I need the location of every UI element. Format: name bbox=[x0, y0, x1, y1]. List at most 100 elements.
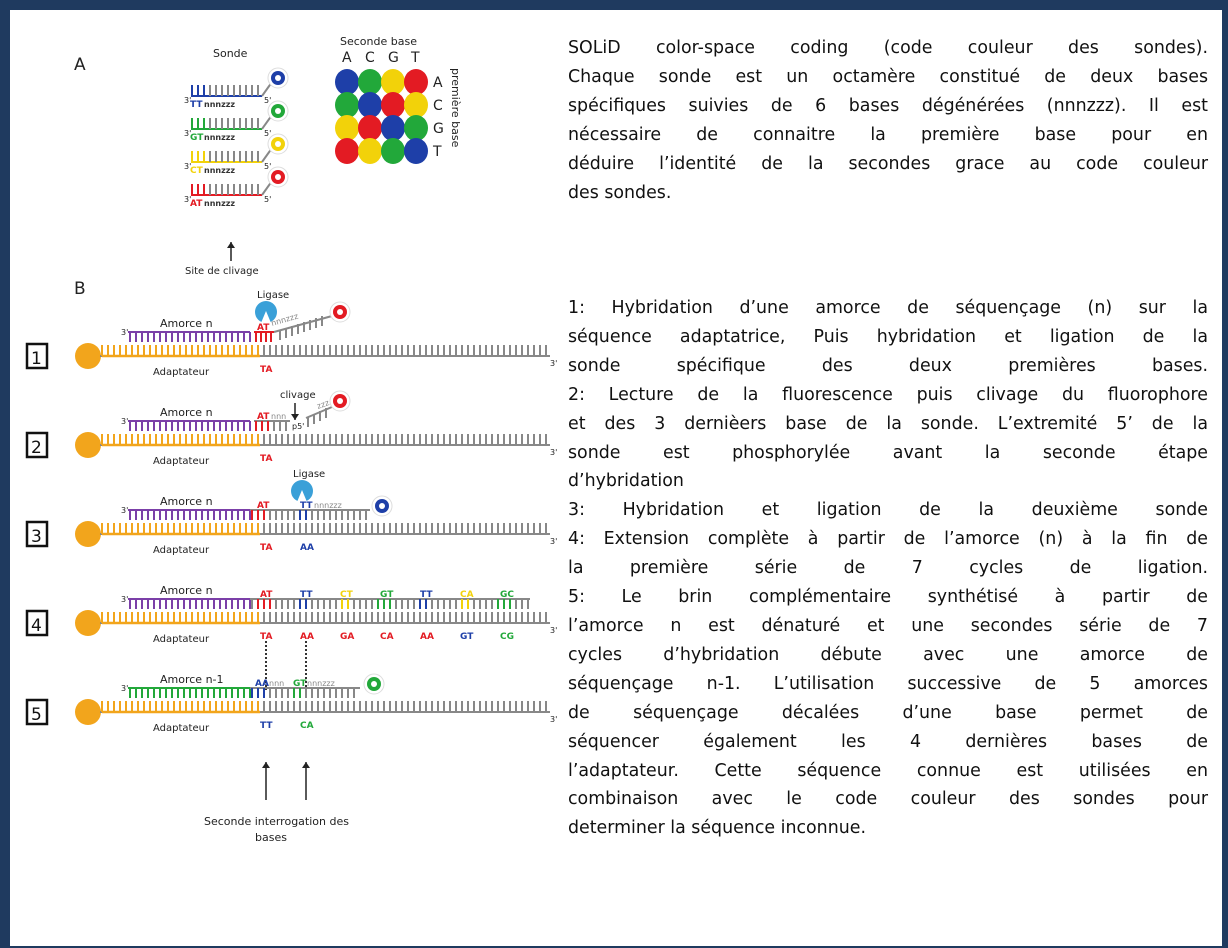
bead bbox=[75, 699, 101, 725]
below-base: AA bbox=[420, 632, 434, 642]
adapter-label: Adaptateur bbox=[153, 723, 210, 734]
probe-bases: CA bbox=[460, 590, 474, 600]
panel-b-label: B bbox=[74, 279, 86, 299]
col-base-label: C bbox=[365, 50, 375, 66]
description-b-line: de séquençage décalées d’une base permet… bbox=[568, 702, 1208, 723]
prime-3: 3' bbox=[184, 195, 191, 204]
interrogation-arrow-2-head bbox=[302, 762, 310, 768]
grid-cell-2-1 bbox=[358, 115, 382, 141]
grid-cell-2-3 bbox=[404, 115, 428, 141]
probe-rest: nnnzzz bbox=[204, 166, 235, 175]
description-b-line: determiner la séquence inconnue. bbox=[568, 818, 866, 839]
description-a: SOLiD color-space coding (code couleur d… bbox=[568, 34, 1208, 207]
probe-fluor-center bbox=[275, 108, 281, 114]
step-number-box bbox=[25, 520, 49, 548]
prime-5: 5' bbox=[264, 96, 271, 105]
col-base-label: A bbox=[342, 50, 352, 66]
fluor-green-center bbox=[371, 681, 377, 687]
cut-rest: zzz bbox=[316, 398, 331, 411]
probe-bases: CT bbox=[190, 166, 204, 176]
description-b-line: cycles d’hybridation débute avec une amo… bbox=[568, 644, 1208, 665]
row-base-label: C bbox=[433, 98, 443, 114]
grid-cell-1-0 bbox=[335, 92, 359, 118]
below-base: AA bbox=[300, 543, 314, 553]
description-b-line: la première série de 7 cycles de ligatio… bbox=[568, 558, 1208, 579]
below-base: TA bbox=[260, 454, 272, 464]
below-base: CA bbox=[380, 632, 394, 642]
description-a-line: des sondes. bbox=[568, 182, 672, 203]
template-3prime: 3' bbox=[550, 537, 557, 546]
fluor-red-center bbox=[337, 398, 343, 404]
step-number-box bbox=[25, 698, 49, 726]
probe-bases: GC bbox=[500, 590, 514, 600]
description-b-line: séquence adaptatrice, Puis hybridation e… bbox=[568, 326, 1208, 347]
row-base-label: G bbox=[433, 121, 444, 137]
probe-bases: AT bbox=[257, 501, 270, 511]
probe-rest: nnnzzz bbox=[204, 133, 235, 142]
description-b-line: 5: Le brin complémentaire synthétisé à p… bbox=[568, 587, 1208, 608]
grid-cell-2-2 bbox=[381, 115, 405, 141]
description-b-line: sonde spécifique des deux premières base… bbox=[568, 355, 1208, 376]
primer-label: Amorce n-1 bbox=[160, 673, 224, 686]
ligase-notch bbox=[297, 490, 307, 502]
grid-cell-3-3 bbox=[404, 138, 428, 164]
row-base-label: T bbox=[432, 144, 442, 160]
description-b-line: sonde est phosphorylée avant la seconde … bbox=[568, 442, 1208, 463]
template-3prime: 3' bbox=[550, 715, 557, 724]
description-b-line: séquençage n-1. L’utilisation successive… bbox=[568, 673, 1208, 694]
bead bbox=[75, 432, 101, 458]
ligase-label: Ligase bbox=[293, 469, 325, 480]
sonde-label: Sonde bbox=[213, 47, 248, 60]
adapter-label: Adaptateur bbox=[153, 545, 210, 556]
p5-label: p5' bbox=[292, 422, 304, 431]
step-number: 4 bbox=[31, 616, 42, 636]
description-b-line: et des 3 dernièers base de la sonde. L’e… bbox=[568, 413, 1208, 434]
template-3prime: 3' bbox=[550, 626, 557, 635]
primer-label: Amorce n bbox=[160, 584, 213, 597]
probe-mid: nnn bbox=[269, 679, 284, 688]
grid-cell-1-2 bbox=[381, 92, 405, 118]
description-b-line: 4: Extension complète à partir de l’amor… bbox=[568, 529, 1208, 550]
clivage-arrow-head bbox=[291, 414, 299, 420]
below-base: GT bbox=[460, 632, 474, 642]
grid-cell-3-2 bbox=[381, 138, 405, 164]
bead bbox=[75, 343, 101, 369]
description-b-line: 2: Lecture de la fluorescence puis cliva… bbox=[568, 384, 1208, 405]
fluor-red-center bbox=[337, 309, 343, 315]
bead bbox=[75, 521, 101, 547]
step-number-box bbox=[25, 431, 49, 459]
interrogation-label: Seconde interrogation des bbox=[204, 815, 349, 828]
probe-bases: AT bbox=[260, 590, 273, 600]
col-base-label: G bbox=[388, 50, 399, 66]
probe-bases: TT bbox=[300, 590, 313, 600]
prime-5: 5' bbox=[264, 162, 271, 171]
interrogation-arrow-1-head bbox=[262, 762, 270, 768]
description-b: 1: Hybridation d’une amorce de séquençag… bbox=[568, 294, 1208, 843]
description-b-line: d’hybridation bbox=[568, 471, 684, 492]
description-b-line: 1: Hybridation d’une amorce de séquençag… bbox=[568, 298, 1208, 318]
step-number: 2 bbox=[31, 438, 42, 458]
probe-rest: nnnzzz bbox=[204, 100, 235, 109]
description-a-line: déduire l’identité de la secondes grace … bbox=[568, 153, 1208, 174]
step-number: 5 bbox=[31, 705, 42, 725]
probe-bases: GT bbox=[190, 133, 204, 143]
primer-3prime: 3' bbox=[121, 595, 128, 604]
below-base: TT bbox=[260, 721, 273, 731]
probe-bases: AT bbox=[190, 199, 203, 209]
cleavage-label: Site de clivage bbox=[185, 266, 259, 277]
primer-3prime: 3' bbox=[121, 328, 128, 337]
probe-bases: TT bbox=[420, 590, 433, 600]
primer-label: Amorce n bbox=[160, 406, 213, 419]
template-3prime: 3' bbox=[550, 448, 557, 457]
description-b-line: combinaison avec le code couleur des son… bbox=[568, 789, 1208, 810]
col-base-label: T bbox=[410, 50, 420, 66]
primer-3prime: 3' bbox=[121, 684, 128, 693]
panel-a-label: A bbox=[74, 55, 86, 75]
probe-fluor-center bbox=[275, 174, 281, 180]
probe-rest: nnnzzz bbox=[314, 501, 342, 510]
description-a-line: SOLiD color-space coding (code couleur d… bbox=[568, 38, 1208, 58]
adapter-label: Adaptateur bbox=[153, 367, 210, 378]
primer-label: Amorce n bbox=[160, 495, 213, 508]
grid-cell-1-1 bbox=[358, 92, 382, 118]
